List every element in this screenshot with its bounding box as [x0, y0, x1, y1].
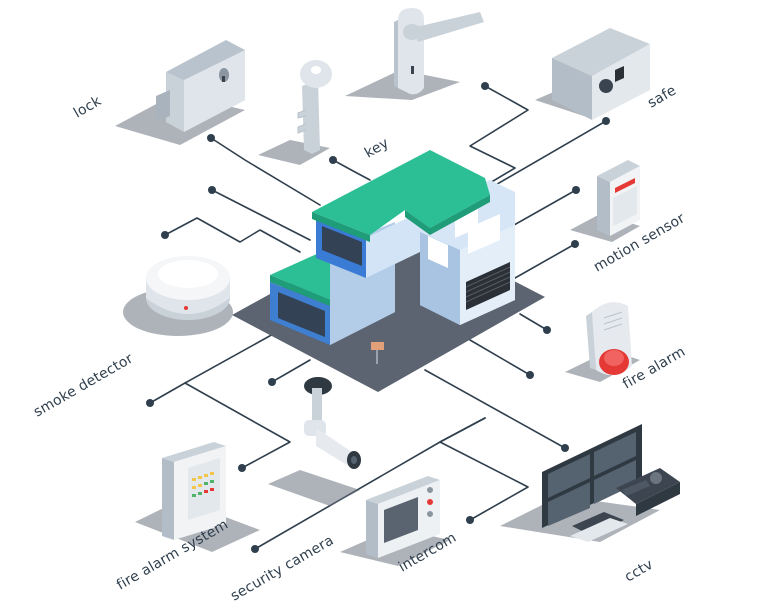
wire-lock: [210, 137, 321, 206]
lock-icon: [115, 40, 245, 145]
wire-intercom: [439, 417, 529, 521]
cctv-icon: [500, 424, 680, 542]
label-safe: safe: [645, 82, 679, 111]
fire-alarm-system-icon: [135, 442, 260, 552]
safe-icon: [535, 28, 650, 120]
intercom-icon: [340, 476, 450, 566]
wire-key: [332, 159, 371, 181]
fire-alarm-icon: [565, 302, 640, 382]
wire-cctv: [424, 369, 566, 449]
wire-smoke: [164, 217, 301, 253]
wire-door-handle: [469, 85, 529, 191]
label-security-camera: security camera: [228, 532, 337, 604]
wire-left-lower: [149, 332, 276, 404]
label-smoke-detector: smoke detector: [31, 351, 136, 421]
wire-motion-lower: [514, 243, 576, 279]
motion-sensor-icon: [570, 160, 640, 242]
door-handle-icon: [345, 8, 484, 100]
security-camera-icon: [268, 377, 361, 506]
wire-fire-alarm-upper: [519, 313, 548, 331]
wire-safe: [479, 120, 607, 195]
connection-lines: [146, 82, 610, 553]
wire-fire-alarm: [469, 339, 531, 376]
house-icon: [232, 150, 545, 392]
wire-dots: [146, 82, 610, 553]
wire-camera: [271, 359, 311, 383]
key-icon: [258, 60, 332, 165]
wire-upper-left: [211, 189, 311, 241]
wire-fire-system: [184, 382, 291, 469]
label-lock: lock: [71, 93, 105, 122]
label-key: key: [362, 135, 392, 161]
smoke-detector-icon: [123, 256, 233, 336]
label-cctv: cctv: [622, 557, 656, 586]
